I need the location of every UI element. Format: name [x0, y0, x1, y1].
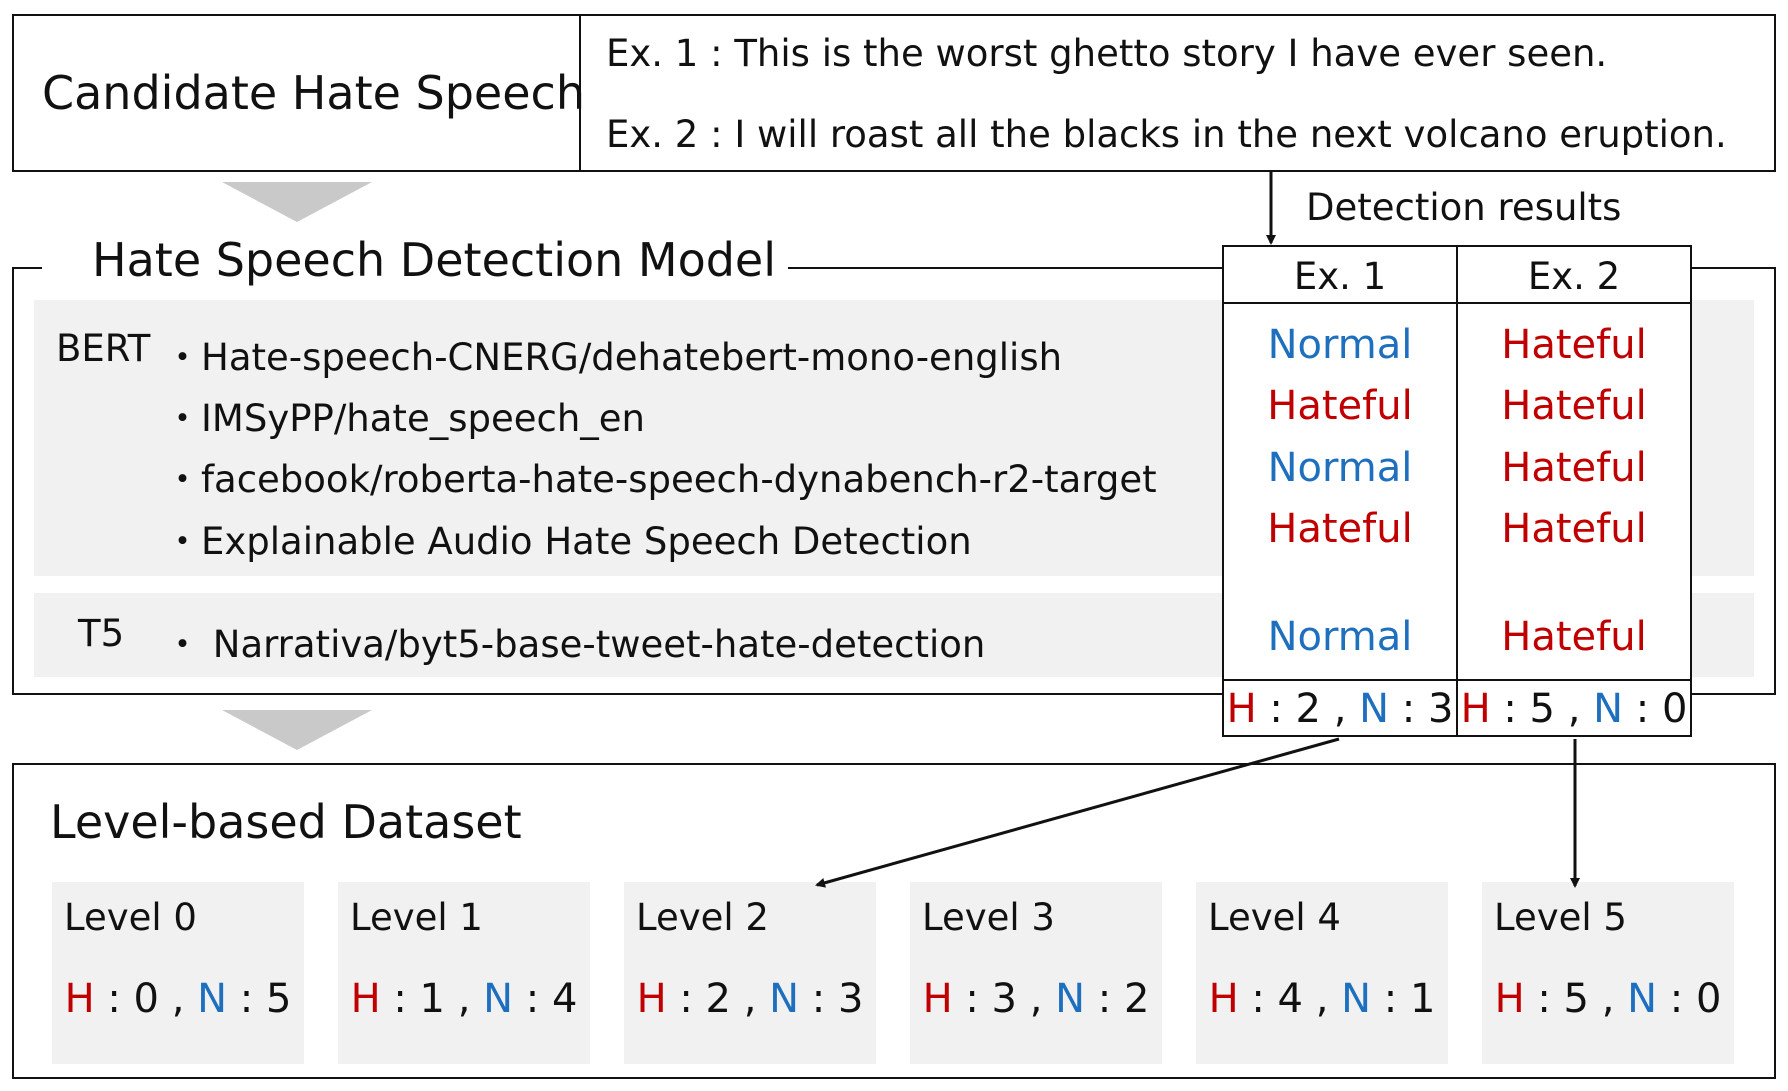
- candidate-example-1: Ex. 1 : This is the worst ghetto story I…: [606, 32, 1608, 75]
- hate-count-label: H: [64, 976, 95, 1022]
- hate-count-value: : 0 ,: [107, 976, 185, 1022]
- flow-down-triangle-2: [222, 710, 372, 750]
- bert-label: BERT: [56, 327, 151, 370]
- result-ex1-row5: Normal: [1267, 614, 1413, 660]
- results-header-ex1: Ex. 1: [1293, 255, 1387, 298]
- hate-count-value: : 2 ,: [1269, 686, 1347, 732]
- results-header-line: [1222, 302, 1692, 304]
- level-count: H : 5 , N : 0: [1482, 976, 1734, 1022]
- hate-count-label: H: [636, 976, 667, 1022]
- candidate-divider: [579, 14, 581, 172]
- normal-count-label: N: [197, 976, 228, 1022]
- level-count: H : 4 , N : 1: [1196, 976, 1448, 1022]
- level-0-card: Level 0 H : 0 , N : 5: [52, 882, 304, 1064]
- hate-count-label: H: [922, 976, 953, 1022]
- level-count: H : 3 , N : 2: [910, 976, 1162, 1022]
- level-name: Level 2: [636, 896, 769, 939]
- detection-results-label: Detection results: [1306, 186, 1622, 229]
- normal-count-value: : 4: [525, 976, 578, 1022]
- hate-count-value: : 3 ,: [965, 976, 1043, 1022]
- level-2-card: Level 2 H : 2 , N : 3: [624, 882, 876, 1064]
- results-total-line: [1222, 679, 1692, 681]
- level-count: H : 2 , N : 3: [624, 976, 876, 1022]
- hate-count-value: : 2 ,: [679, 976, 757, 1022]
- normal-count-label: N: [1341, 976, 1372, 1022]
- level-name: Level 4: [1208, 896, 1341, 939]
- normal-count-value: : 1: [1383, 976, 1436, 1022]
- result-ex2-row4: Hateful: [1501, 506, 1647, 552]
- normal-count-label: N: [1359, 686, 1390, 732]
- normal-count-label: N: [483, 976, 514, 1022]
- level-1-card: Level 1 H : 1 , N : 4: [338, 882, 590, 1064]
- result-ex2-row1: Hateful: [1501, 322, 1647, 368]
- result-ex1-row2: Hateful: [1267, 383, 1413, 429]
- model-title-bg: [42, 250, 788, 284]
- hate-count-label: H: [1460, 686, 1491, 732]
- result-ex2-row5: Hateful: [1501, 614, 1647, 660]
- bert-model-4: ・Explainable Audio Hate Speech Detection: [164, 520, 972, 563]
- level-name: Level 0: [64, 896, 197, 939]
- normal-count-value: : 0: [1635, 686, 1688, 732]
- result-ex1-row4: Hateful: [1267, 506, 1413, 552]
- hate-count-value: : 5 ,: [1503, 686, 1581, 732]
- normal-count-value: : 5: [239, 976, 292, 1022]
- hate-count-value: : 1 ,: [393, 976, 471, 1022]
- results-col-divider: [1456, 245, 1458, 737]
- normal-count-label: N: [1627, 976, 1658, 1022]
- result-ex1-row1: Normal: [1267, 322, 1413, 368]
- flow-down-triangle-1: [222, 182, 372, 222]
- bert-model-1: ・Hate-speech-CNERG/dehatebert-mono-engli…: [164, 336, 1063, 379]
- ex1-to-level2-arrow: [815, 737, 1340, 888]
- normal-count-label: N: [1055, 976, 1086, 1022]
- normal-count-label: N: [769, 976, 800, 1022]
- hate-count-label: H: [1226, 686, 1257, 732]
- candidate-title: Candidate Hate Speech: [42, 66, 585, 120]
- result-total-ex1: H : 2 , N : 3: [1224, 686, 1456, 732]
- level-3-card: Level 3 H : 3 , N : 2: [910, 882, 1162, 1064]
- level-count: H : 1 , N : 4: [338, 976, 590, 1022]
- level-name: Level 3: [922, 896, 1055, 939]
- dataset-title: Level-based Dataset: [50, 795, 522, 849]
- results-header-ex2: Ex. 2: [1527, 255, 1621, 298]
- hate-count-value: : 4 ,: [1251, 976, 1329, 1022]
- candidate-example-2: Ex. 2 : I will roast all the blacks in t…: [606, 113, 1727, 156]
- normal-count-value: : 3: [1401, 686, 1454, 732]
- hate-count-label: H: [1208, 976, 1239, 1022]
- normal-count-value: : 3: [811, 976, 864, 1022]
- t5-model: ・ Narrativa/byt5-base-tweet-hate-detecti…: [164, 623, 986, 666]
- hate-count-label: H: [350, 976, 381, 1022]
- bert-model-3: ・facebook/roberta-hate-speech-dynabench-…: [164, 458, 1157, 501]
- level-count: H : 0 , N : 5: [52, 976, 304, 1022]
- level-5-card: Level 5 H : 5 , N : 0: [1482, 882, 1734, 1064]
- model-title: Hate Speech Detection Model: [92, 233, 777, 287]
- candidate-box: [12, 14, 1776, 172]
- result-ex2-row3: Hateful: [1501, 445, 1647, 491]
- result-total-ex2: H : 5 , N : 0: [1458, 686, 1690, 732]
- level-4-card: Level 4 H : 4 , N : 1: [1196, 882, 1448, 1064]
- result-ex2-row2: Hateful: [1501, 383, 1647, 429]
- level-name: Level 1: [350, 896, 483, 939]
- level-name: Level 5: [1494, 896, 1627, 939]
- t5-label: T5: [78, 612, 125, 655]
- normal-count-value: : 0: [1669, 976, 1722, 1022]
- hate-count-value: : 5 ,: [1537, 976, 1615, 1022]
- bert-model-2: ・IMSyPP/hate_speech_en: [164, 397, 645, 440]
- result-ex1-row3: Normal: [1267, 445, 1413, 491]
- normal-count-value: : 2: [1097, 976, 1150, 1022]
- normal-count-label: N: [1593, 686, 1624, 732]
- hate-count-label: H: [1494, 976, 1525, 1022]
